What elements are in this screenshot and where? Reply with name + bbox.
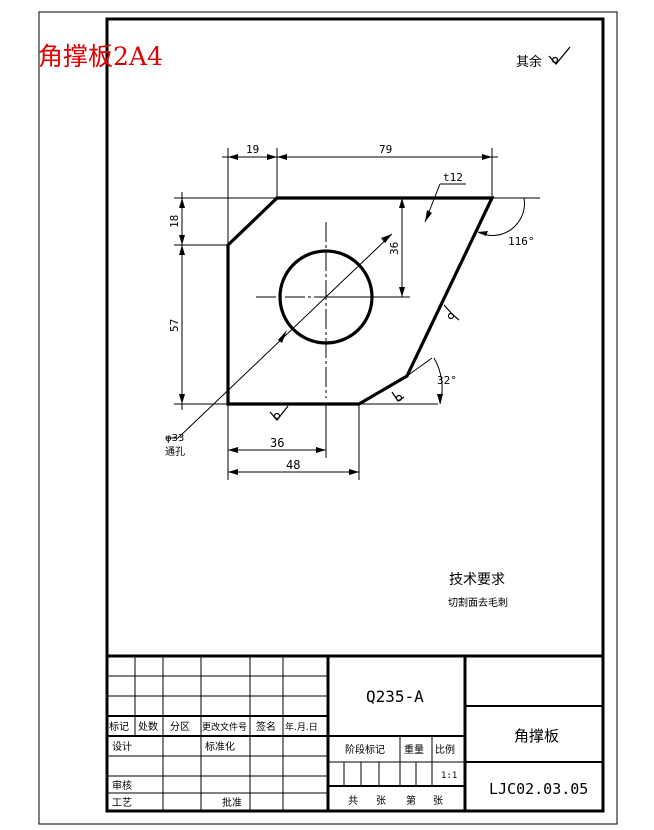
dim-36-vertical: 36 [388, 242, 401, 255]
tb-sheets: 张 [376, 795, 386, 807]
tb-mark: 标记 [109, 721, 129, 733]
dim-36-horizontal: 36 [270, 436, 284, 450]
tb-count: 处数 [138, 720, 158, 733]
dim-48: 48 [286, 458, 300, 472]
tb-design: 设计 [112, 740, 132, 753]
roughness-symbol-icon [548, 46, 571, 66]
thickness-label: t12 [443, 171, 463, 184]
dimension-arrows [179, 154, 492, 475]
dim-19: 19 [246, 143, 259, 156]
tb-sheets-2: 张 [433, 795, 443, 807]
tb-approve: 批准 [222, 796, 242, 809]
tb-sheet-no: 第 [406, 794, 416, 807]
title-block [107, 654, 603, 811]
hole-note: 通孔 [165, 446, 185, 458]
tb-date: 年.月.日 [285, 721, 318, 733]
tb-standardization: 标准化 [205, 740, 235, 753]
tb-change-doc: 更改文件号 [202, 721, 247, 733]
tb-stage-mark: 阶段标记 [345, 743, 385, 756]
tb-drawing-number: LJC02.03.05 [489, 780, 588, 798]
tb-ratio: 比例 [435, 743, 455, 756]
tech-requirements-title: 技术要求 [449, 572, 505, 588]
tb-signature: 签名 [256, 720, 276, 733]
roughness-mark-icon [269, 304, 460, 421]
tb-weight: 重量 [404, 743, 424, 756]
tb-process: 工艺 [112, 797, 132, 809]
tech-requirements-text: 切割面去毛刺 [448, 596, 508, 609]
tb-review: 审核 [112, 779, 132, 792]
tb-scale: 1:1 [441, 771, 457, 781]
roughness-note: 其余 [516, 54, 542, 70]
hole-diameter-label: φ33 [165, 433, 184, 444]
tb-total: 共 [348, 795, 358, 807]
inner-frame [105, 17, 605, 813]
tb-material: Q235-A [366, 687, 424, 706]
angle-116: 116° [508, 235, 535, 248]
tb-part-name: 角撑板 [514, 727, 559, 745]
dim-79: 79 [379, 143, 392, 156]
dim-57: 57 [168, 319, 181, 332]
tb-zone: 分区 [170, 721, 190, 733]
header-label: 角撑板2A4 [38, 42, 163, 71]
angle-32: 32° [437, 374, 457, 387]
dim-18: 18 [168, 215, 181, 228]
outer-border [38, 11, 618, 825]
hole-centerlines [256, 222, 396, 398]
